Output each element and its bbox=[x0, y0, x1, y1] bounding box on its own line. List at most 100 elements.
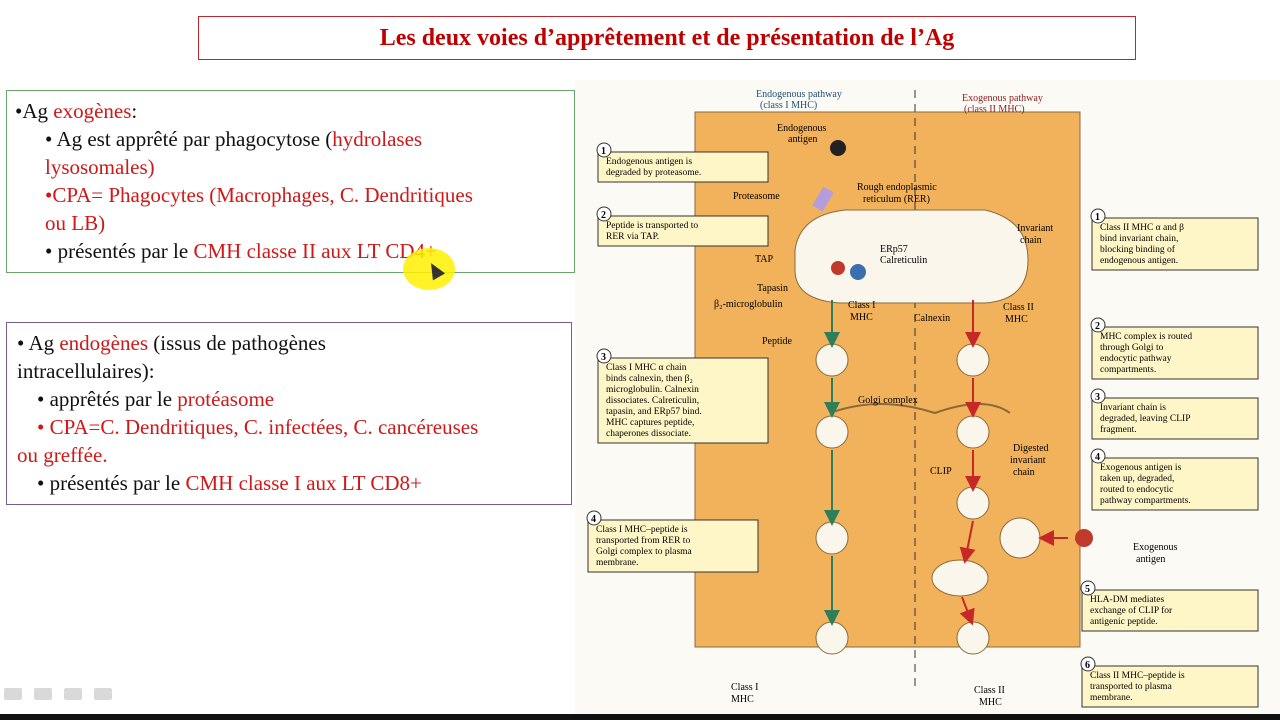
right-note-1-number: 1 bbox=[1095, 212, 1100, 223]
erp57-label: ERp57 bbox=[880, 244, 908, 255]
right-note-4-line: pathway compartments. bbox=[1100, 496, 1191, 506]
left-note-4-number: 4 bbox=[591, 514, 596, 525]
arrow bbox=[959, 596, 975, 626]
exo-l2-text: • Ag est apprêté par phagocytose ( bbox=[45, 127, 333, 151]
digested-label-3: chain bbox=[1013, 467, 1035, 478]
endo-keyword: endogènes bbox=[59, 331, 148, 355]
rer-label-2: reticulum (RER) bbox=[863, 194, 930, 205]
right-note-2-badge bbox=[1090, 317, 1106, 333]
right-note-1-line: endogenous antigen. bbox=[1100, 256, 1178, 266]
antigen-processing-diagram: Endogenous pathway (class I MHC) Exogeno… bbox=[575, 80, 1280, 720]
endo-header-2: (class I MHC) bbox=[760, 100, 817, 111]
vesicle bbox=[956, 415, 990, 449]
right-note-3-box bbox=[1091, 397, 1259, 440]
endo-header-1: Endogenous pathway bbox=[756, 89, 842, 100]
right-note-3-line: fragment. bbox=[1100, 424, 1137, 435]
proteasome-label: Proteasome bbox=[733, 191, 780, 202]
invariant-label-2: chain bbox=[1020, 235, 1042, 246]
right-note-1-line: Class II MHC α and β bbox=[1100, 223, 1184, 233]
class2-label-1: Class II bbox=[1003, 302, 1034, 313]
prev-slide-icon[interactable] bbox=[4, 688, 22, 700]
endo-line-5: ou greffée. bbox=[17, 443, 108, 467]
endo-l3-text: • apprêtés par le bbox=[37, 387, 178, 411]
arrow bbox=[959, 520, 976, 564]
right-note-2-line: through Golgi to bbox=[1100, 343, 1164, 353]
endo-proteasome: protéasome bbox=[177, 387, 275, 411]
rer-shape bbox=[794, 209, 1029, 304]
right-note-4-badge bbox=[1090, 448, 1106, 464]
right-note-2-number: 2 bbox=[1095, 321, 1100, 332]
slide-toolbar bbox=[4, 688, 112, 700]
exo-header-2: (class II MHC) bbox=[964, 104, 1025, 115]
left-note-3-number: 3 bbox=[601, 352, 606, 363]
right-note-3-line: Invariant chain is bbox=[1100, 403, 1166, 413]
b2m-shape bbox=[850, 264, 866, 280]
left-note-3-badge bbox=[596, 348, 612, 364]
left-note-1-line: Endogenous antigen is bbox=[606, 157, 692, 167]
left-note-1-badge bbox=[596, 142, 612, 158]
right-note-6-badge bbox=[1080, 656, 1096, 672]
right-note-4-line: routed to endocytic bbox=[1100, 485, 1173, 495]
title-box: Les deux voies d’apprêtement et de prése… bbox=[198, 16, 1136, 60]
left-note-4-line: Class I MHC–peptide is bbox=[596, 525, 688, 535]
right-note-6-box bbox=[1081, 665, 1259, 708]
endo-line-6: • présentés par le CMH classe I aux LT C… bbox=[17, 469, 561, 497]
endosome bbox=[931, 559, 989, 597]
menu-icon[interactable] bbox=[64, 688, 82, 700]
left-note-4-line: membrane. bbox=[596, 558, 638, 568]
exo-hydrolases: hydrolases bbox=[332, 127, 423, 151]
calnexin-label: Calnexin bbox=[914, 313, 950, 324]
exo-line-1: •Ag exogènes: bbox=[15, 97, 566, 125]
exo-line-3: lysosomales) bbox=[45, 155, 155, 179]
bottom-class1-2: MHC bbox=[731, 694, 754, 705]
right-note-3-badge bbox=[1090, 388, 1106, 404]
left-note-2-line: Peptide is transported to bbox=[606, 221, 698, 231]
exo-header-1: Exogenous pathway bbox=[962, 93, 1043, 104]
endo-line-1: • Ag endogènes (issus de pathogènes bbox=[17, 329, 561, 357]
left-note-4-box bbox=[587, 519, 759, 573]
right-note-3-number: 3 bbox=[1095, 392, 1100, 403]
vesicle bbox=[815, 343, 849, 377]
endo-line-3: • apprêtés par le protéasome bbox=[17, 385, 561, 413]
left-note-3-line: Class I MHC α chain bbox=[606, 363, 687, 373]
exo-line-6: • présentés par le CMH classe II aux LT … bbox=[15, 237, 566, 265]
right-note-6-line: transported to plasma bbox=[1090, 682, 1173, 692]
peptide-label: Peptide bbox=[762, 336, 793, 347]
class1-alpha bbox=[831, 261, 845, 275]
exo-antigen-label-1: Exogenous bbox=[1133, 542, 1178, 553]
pen-icon[interactable] bbox=[34, 688, 52, 700]
right-note-2-line: endocytic pathway bbox=[1100, 354, 1172, 364]
digested-label-2: invariant bbox=[1010, 455, 1046, 466]
exo-antigen-shape bbox=[1075, 529, 1093, 547]
endo-l1-rest: (issus de pathogènes bbox=[148, 331, 326, 355]
endo-cmh-i: CMH classe I aux LT CD8+ bbox=[185, 471, 422, 495]
left-note-4-badge bbox=[586, 510, 602, 526]
left-note-4-line: transported from RER to bbox=[596, 535, 690, 546]
golgi-label: Golgi complex bbox=[858, 395, 918, 406]
right-note-4-line: taken up, degraded, bbox=[1100, 474, 1174, 484]
right-note-5-line: exchange of CLIP for bbox=[1090, 605, 1173, 616]
invariant-label-1: Invariant bbox=[1017, 223, 1053, 234]
left-note-1-box bbox=[597, 151, 769, 183]
exogenous-box: •Ag exogènes: • Ag est apprêté par phago… bbox=[6, 90, 575, 273]
left-note-1-line: degraded by proteasome. bbox=[606, 168, 701, 178]
exo-line-4: •CPA= Phagocytes (Macrophages, C. Dendri… bbox=[45, 183, 473, 207]
exo-l1-colon: : bbox=[131, 99, 138, 123]
exo-line-5: ou LB) bbox=[45, 211, 106, 235]
left-note-2-line: RER via TAP. bbox=[606, 232, 659, 242]
left-note-2-badge bbox=[596, 206, 612, 222]
vesicle bbox=[815, 415, 849, 449]
vesicle bbox=[956, 486, 990, 520]
bottom-class1-1: Class I bbox=[731, 682, 759, 693]
left-note-1-number: 1 bbox=[601, 146, 606, 157]
right-note-5-box bbox=[1081, 589, 1259, 632]
right-note-1-line: bind invariant chain, bbox=[1100, 234, 1178, 244]
exo-line-2: • Ag est apprêté par phagocytose (hydrol… bbox=[15, 125, 566, 153]
right-note-6-number: 6 bbox=[1085, 660, 1090, 671]
calreticulin-label: Calreticulin bbox=[880, 255, 927, 266]
endo-line-4: • CPA=C. Dendritiques, C. infectées, C. … bbox=[37, 415, 479, 439]
next-slide-icon[interactable] bbox=[94, 688, 112, 700]
endo-antigen-label-1: Endogenous bbox=[777, 123, 827, 134]
right-note-1-box bbox=[1091, 217, 1259, 271]
